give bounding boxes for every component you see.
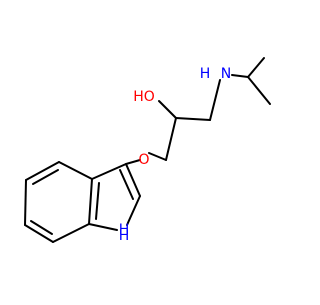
bond-c3-c2 [125, 163, 141, 197]
bond-c5-c4-double [32, 169, 59, 185]
bond-ch2-choh [165, 117, 177, 161]
indole-nh-label: H [119, 222, 130, 238]
bond-c3a-c7a-double [95, 182, 100, 220]
bond-choh-oh [158, 100, 177, 119]
bond-c6-c5 [24, 179, 27, 226]
ether-oxygen-label: O [138, 152, 149, 168]
indole-nh-hydrogen-label: H [119, 228, 130, 244]
amine-nitrogen-label: N [221, 66, 231, 82]
bond-ch2-n [209, 79, 221, 121]
bond-ch-methyl-down [247, 76, 271, 105]
bond-c7a-c7 [52, 223, 90, 243]
bond-c3-ether-o [125, 159, 141, 165]
bond-choh-ch2 [175, 117, 211, 121]
bond-c7-c6-double [30, 220, 53, 235]
bond-ch-methyl-up [247, 57, 265, 78]
structure-diagram: HO N H O H H [24, 57, 271, 244]
hydroxyl-label: HO [133, 89, 155, 105]
amine-hydrogen-label: H [200, 66, 211, 82]
bond-c3a-c7a [88, 178, 93, 225]
bond-n1-c7a [88, 223, 118, 231]
bond-c4-c3a [58, 161, 93, 180]
bond-c7-c6 [24, 224, 54, 243]
molecule-svg: HO N H O H H [24, 57, 271, 244]
bond-ether-o-ch2 [148, 152, 167, 161]
bond-c5-c4 [25, 161, 60, 181]
bond-c2-n1 [126, 195, 141, 226]
bond-n-ch [231, 74, 249, 78]
bond-c3a-c3 [91, 163, 127, 180]
bond-c3-c2-double [119, 169, 134, 200]
